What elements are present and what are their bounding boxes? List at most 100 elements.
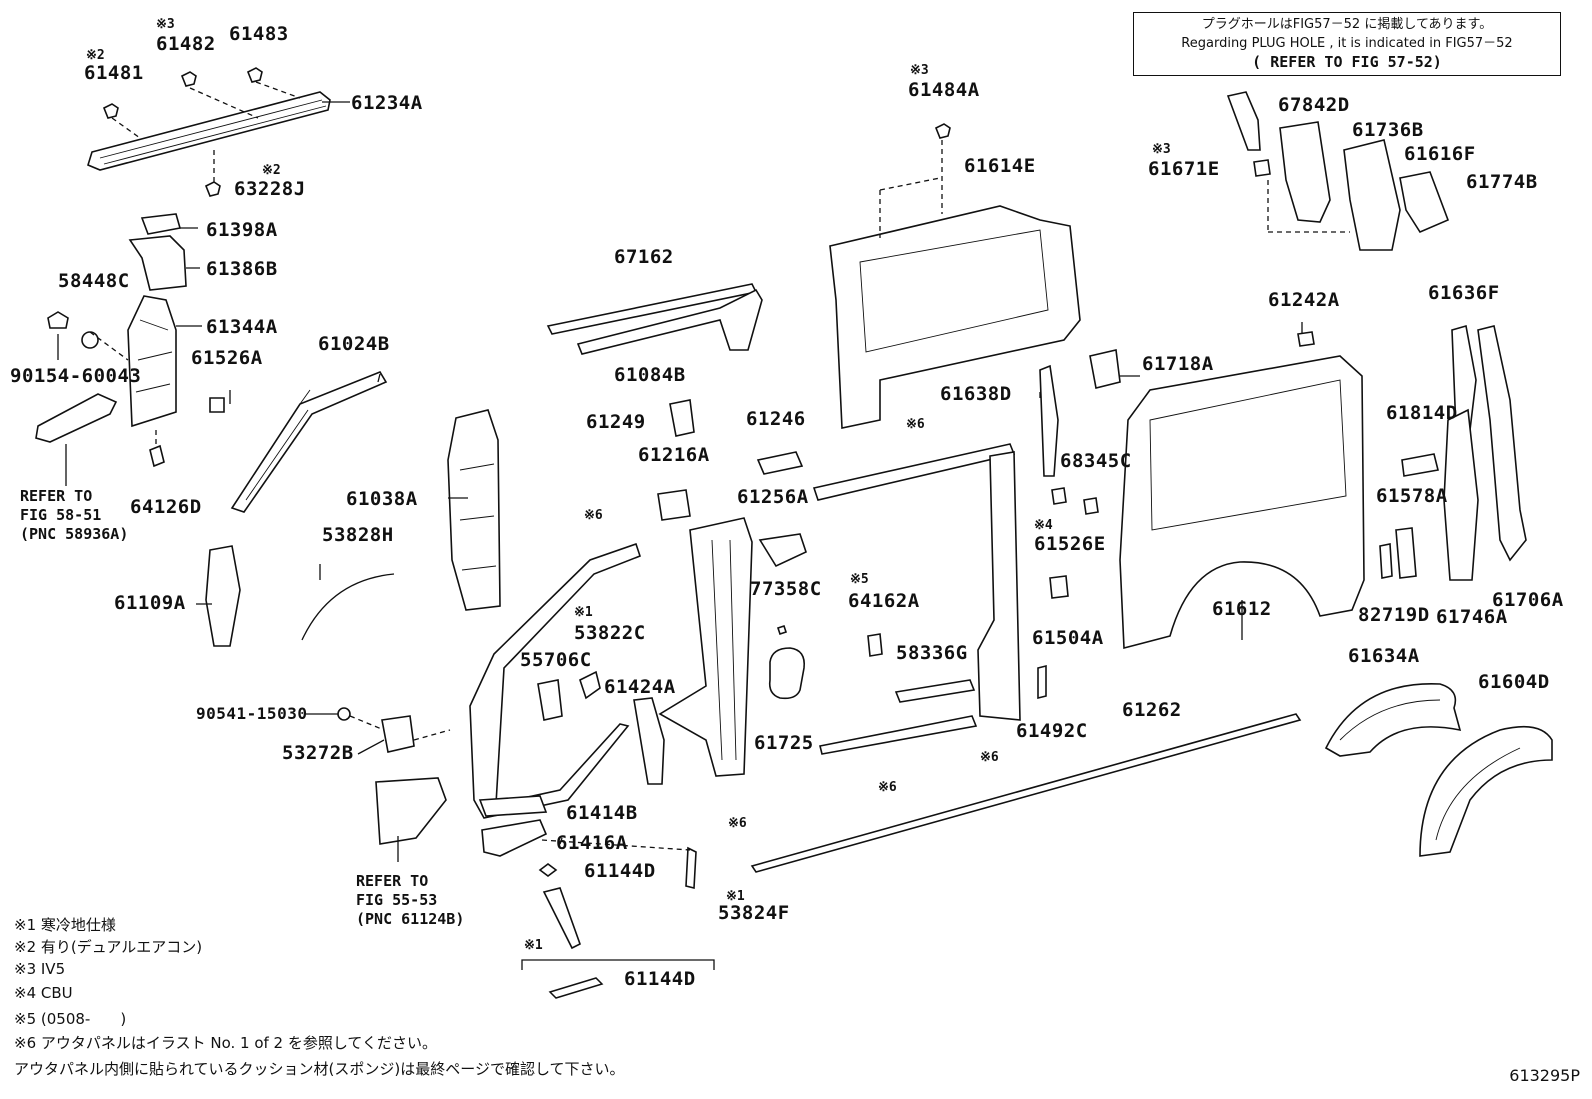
part-label[interactable]: 61526E — [1034, 533, 1106, 555]
part-label[interactable]: 61604D — [1478, 671, 1550, 693]
part-61249 — [669, 399, 695, 437]
part-label[interactable]: 61234A — [351, 92, 423, 114]
part-label[interactable]: 61084B — [614, 364, 686, 386]
note-mark: ※4 — [1034, 518, 1053, 533]
part-label[interactable]: 61038A — [346, 488, 418, 510]
part-refer-55-53 — [375, 777, 447, 845]
bolt-90154-60043 — [47, 311, 69, 329]
part-label[interactable]: 61262 — [1122, 699, 1182, 721]
note-mark: ※3 — [1152, 142, 1171, 157]
part-label[interactable]: 61483 — [229, 23, 289, 45]
part-label[interactable]: 61736B — [1352, 119, 1424, 141]
part-label[interactable]: 68345C — [1060, 450, 1132, 472]
part-label[interactable]: 61256A — [737, 486, 809, 508]
part-label[interactable]: 53824F — [718, 902, 790, 924]
clip-61481 — [102, 103, 119, 119]
part-label[interactable]: 61398A — [206, 219, 278, 241]
clip-61484A — [934, 123, 951, 139]
part-label[interactable]: 64162A — [848, 590, 920, 612]
part-82719D — [1379, 543, 1393, 579]
part-label[interactable]: 53822C — [574, 622, 646, 644]
part-label[interactable]: 61526A — [191, 347, 263, 369]
part-label[interactable]: 64126D — [130, 496, 202, 518]
note-mark: ※6 — [584, 508, 603, 523]
refer-fig-55-53[interactable]: REFER TO FIG 55-53 (PNC 61124B) — [356, 872, 465, 928]
part-label[interactable]: 61386B — [206, 258, 278, 280]
part-61746A — [1443, 408, 1479, 581]
refer-fig-58-51[interactable]: REFER TO FIG 58-51 (PNC 58936A) — [20, 487, 129, 543]
part-label[interactable]: 61578A — [1376, 485, 1448, 507]
part-label[interactable]: 61424A — [604, 676, 676, 698]
footnote-5: ※5 (0508- ) — [14, 1010, 127, 1028]
part-label[interactable]: 61242A — [1268, 289, 1340, 311]
part-61706A — [1477, 325, 1527, 562]
note-mark: ※6 — [980, 750, 999, 765]
footnote-7: アウタパネル内側に貼られているクッション材(スポンジ)は最終ページで確認して下さ… — [14, 1060, 625, 1078]
part-61242A — [1297, 331, 1315, 347]
kit-bracket — [521, 959, 715, 970]
part-label[interactable]: 61246 — [746, 408, 806, 430]
part-label[interactable]: 61249 — [586, 411, 646, 433]
part-label[interactable]: 61492C — [1016, 720, 1088, 742]
notice-en: Regarding PLUG HOLE , it is indicated in… — [1181, 36, 1513, 51]
part-61256A — [758, 533, 807, 568]
part-label[interactable]: 61109A — [114, 592, 186, 614]
part-label[interactable]: 61774B — [1466, 171, 1538, 193]
part-61526E — [1051, 487, 1067, 505]
footnote-3: ※3 IV5 — [14, 960, 66, 978]
part-label[interactable]: 90154-60043 — [10, 365, 142, 387]
part-label[interactable]: 61706A — [1492, 589, 1564, 611]
part-label[interactable]: 67842D — [1278, 94, 1350, 116]
part-label[interactable]: 61614E — [964, 155, 1036, 177]
part-61604D — [1419, 725, 1553, 857]
part-label[interactable]: 61344A — [206, 316, 278, 338]
part-label[interactable]: 63228J — [234, 178, 306, 200]
part-label[interactable]: 61484A — [908, 79, 980, 101]
part-64162A — [867, 633, 883, 657]
part-61492C — [1037, 664, 1047, 700]
part-label[interactable]: 61414B — [566, 802, 638, 824]
part-label[interactable]: 61636F — [1428, 282, 1500, 304]
part-label[interactable]: 58336G — [896, 642, 968, 664]
part-53824F — [685, 846, 697, 890]
part-61616F — [1343, 139, 1401, 251]
part-label[interactable]: 53272B — [282, 742, 354, 764]
part-label[interactable]: 61024B — [318, 333, 390, 355]
part-label[interactable]: 61671E — [1148, 158, 1220, 180]
part-sliding-rail-upper — [812, 443, 1016, 501]
part-center-pillar-outer — [658, 517, 753, 777]
part-label[interactable]: 58448C — [58, 270, 130, 292]
part-61638D — [1039, 364, 1059, 477]
part-label[interactable]: 61638D — [940, 383, 1012, 405]
part-label[interactable]: 82719D — [1358, 604, 1430, 626]
part-label[interactable]: 61144D — [624, 968, 696, 990]
part-label[interactable]: 61634A — [1348, 645, 1420, 667]
part-53272B — [381, 715, 415, 753]
part-label[interactable]: 61612 — [1212, 598, 1272, 620]
part-61398A — [140, 213, 182, 235]
part-label[interactable]: 61481 — [84, 62, 144, 84]
part-label[interactable]: 90541-15030 — [196, 704, 308, 723]
part-refer-58-51 — [35, 393, 118, 443]
part-label[interactable]: 55706C — [520, 649, 592, 671]
part-label[interactable]: 61482 — [156, 33, 216, 55]
part-61774B — [1399, 171, 1450, 234]
part-61671E — [1253, 159, 1271, 177]
part-label[interactable]: 61616F — [1404, 143, 1476, 165]
part-53828H — [301, 573, 395, 641]
part-label[interactable]: 53828H — [322, 524, 394, 546]
part-label[interactable]: 61504A — [1032, 627, 1104, 649]
part-label[interactable]: 61725 — [754, 732, 814, 754]
part-label[interactable]: 77358C — [750, 578, 822, 600]
arrow-front — [542, 887, 581, 950]
part-label[interactable]: 67162 — [614, 246, 674, 268]
part-label[interactable]: 61216A — [638, 444, 710, 466]
part-label[interactable]: 61416A — [556, 832, 628, 854]
part-label[interactable]: 61746A — [1436, 606, 1508, 628]
exploded-parts-drawing — [35, 67, 1553, 950]
part-68345C — [1083, 497, 1099, 515]
part-61526A — [209, 397, 225, 413]
part-label[interactable]: 61144D — [584, 860, 656, 882]
part-label[interactable]: 61718A — [1142, 353, 1214, 375]
part-label[interactable]: 61814D — [1386, 402, 1458, 424]
